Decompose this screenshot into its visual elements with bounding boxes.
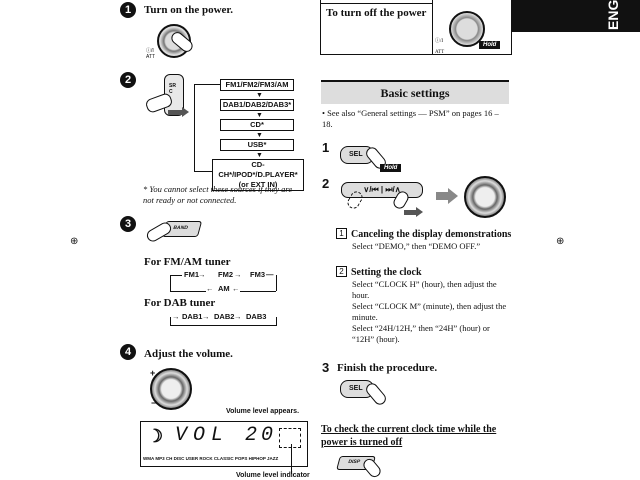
step3-title: Finish the procedure. [337,362,438,374]
fm-cycle: FM1 → FM2 → FM3 — ← AM ← [170,270,280,296]
volume-knob-icon [464,176,506,218]
registration-mark-icon: ⊕ [556,236,565,247]
arrow-right-icon [436,192,448,200]
finger-icon [363,380,389,408]
clock-check-title: To check the current clock time while th… [321,424,497,448]
finger-icon [144,220,174,244]
step-number: 1 [120,2,136,18]
volume-knob-icon [150,368,192,410]
volume-bars [279,428,301,448]
see-also: • See also “General settings — PSM” on p… [322,108,499,129]
step-number: 1 [322,140,330,155]
source-note: * You cannot select these sources if the… [143,184,293,205]
vol-indicator-label: Volume level indicator [236,472,310,479]
language-tab [512,0,640,32]
finger-icon [360,456,384,480]
step-number: 2 [322,176,330,191]
source-cd: CD* [220,119,294,131]
moon-icon: ☽ [147,426,164,446]
step1-title: Turn on the power. [144,4,234,16]
arrow-right-icon [168,110,182,115]
source-dab: DAB1/DAB2/DAB3* [220,99,294,111]
dab-title: For DAB tuner [144,297,216,309]
step-number: 3 [120,216,136,232]
registration-mark-icon: ⊕ [70,236,79,247]
turn-off-text: To turn off the power [326,7,427,19]
flow-line [194,84,195,172]
vol-appears: Volume level appears. [226,408,300,415]
language-tab-label: ENG [605,0,621,30]
arrow-right-icon [404,210,416,215]
source-fm: FM1/FM2/FM3/AM [220,79,294,91]
display-number: 20 [245,424,278,447]
hold-badge: Hold [380,164,402,172]
dab-cycle: → DAB1 → DAB2 → DAB3 [170,312,280,330]
eq-labels: WMA MP3 CH DISC USER ROCK CLASSIC POPS H… [143,456,279,461]
step-number: 2 [120,72,136,88]
lcd-display: ☽ VOL 20 WMA MP3 CH DISC USER ROCK CLASS… [140,421,308,467]
hold-badge: Hold [479,41,501,49]
step4-title: Adjust the volume. [144,348,233,360]
source-other: CD-CH*/IPOD*/D.PLAYER* (or EXT IN) [212,159,304,191]
source-usb: USB* [220,139,294,151]
display-text: VOL [175,424,230,447]
fm-title: For FM/AM tuner [144,256,231,268]
step-number: 4 [120,344,136,360]
basic-settings-header: Basic settings [321,80,509,104]
step-number: 3 [322,360,330,375]
